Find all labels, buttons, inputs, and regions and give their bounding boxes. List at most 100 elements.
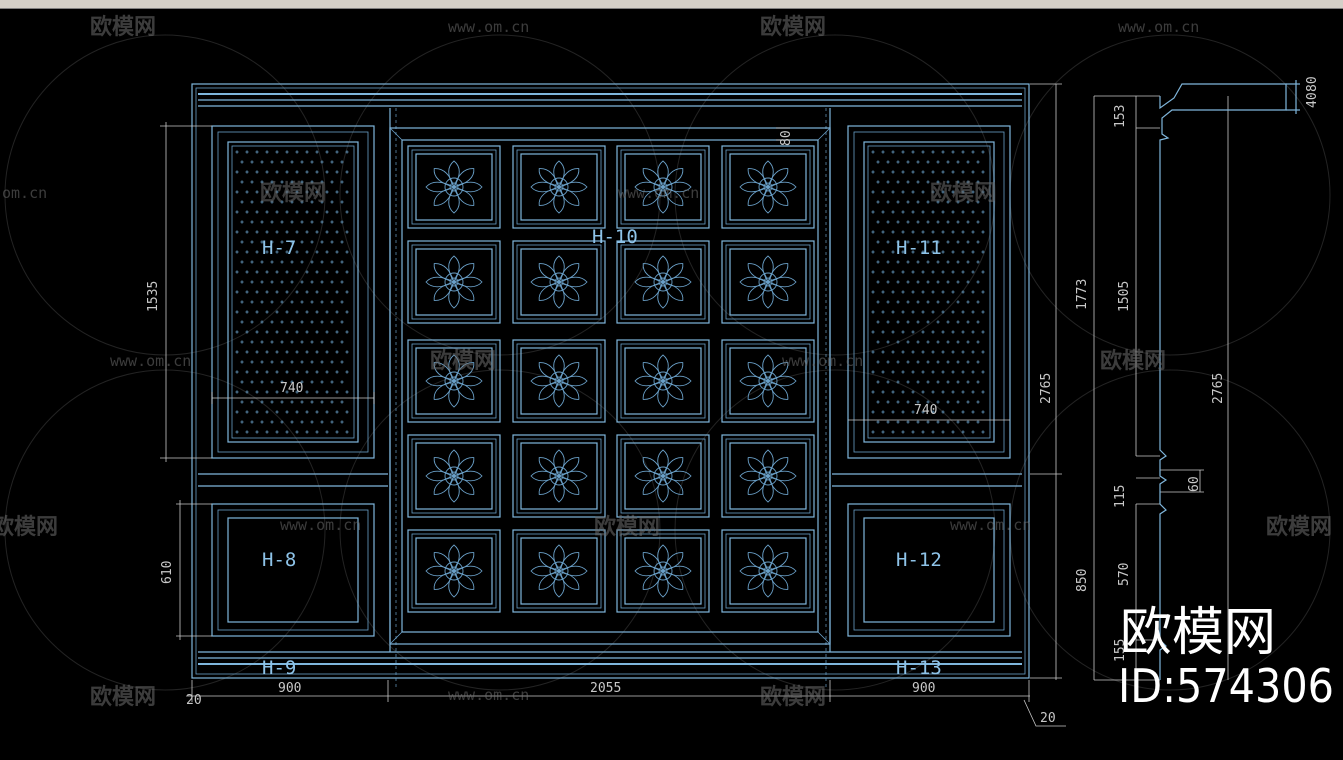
rosette-ornament: [739, 544, 797, 598]
label-h7: H-7: [262, 237, 296, 259]
brand-stamp: 欧模网 ID:574306: [1118, 603, 1334, 713]
watermark-url: www.om.cn: [950, 516, 1031, 534]
label-h13: H-13: [896, 657, 942, 679]
watermark-url: www.om.cn: [618, 184, 699, 202]
rosette-ornament: [634, 160, 692, 214]
dim-20-bottom: 20: [186, 693, 202, 708]
dim-610: 610: [160, 561, 175, 584]
dim-850: 850: [1075, 569, 1090, 592]
dim-900-right: 900: [912, 681, 935, 696]
rosette-ornament: [425, 544, 483, 598]
rosette-ornament: [634, 449, 692, 503]
coffer-tile: [616, 240, 710, 324]
label-h10: H-10: [592, 226, 638, 248]
rosette-ornament: [425, 354, 483, 408]
rosette-ornament: [530, 255, 588, 309]
brand-name: 欧模网: [1120, 603, 1276, 663]
watermark-url-short: om.cn: [2, 184, 47, 202]
coffer-tile: [512, 434, 606, 518]
dimension-labels: 1535 610 740 740 1773 2765 850 900 2055 …: [146, 76, 1320, 726]
watermark-logo: 欧模网: [90, 684, 156, 710]
dim-80-top: 80: [779, 130, 794, 146]
coffer-tile: [616, 434, 710, 518]
watermark-logo: 欧模网: [90, 14, 156, 40]
watermark-logo: 欧模网: [930, 180, 996, 206]
dim-40: 40: [1305, 92, 1320, 108]
watermark-logo: 欧模网: [260, 180, 326, 206]
cad-drawing: H-7 H-8 H-9 H-10 H-11 H-12 H-13 1535 610…: [0, 14, 1334, 727]
watermark-logo: 欧模网: [1266, 514, 1332, 540]
coffer-tile: [512, 339, 606, 423]
watermark-url: www.om.cn: [782, 352, 863, 370]
rosette-ornament: [739, 160, 797, 214]
coffer-tile: [512, 529, 606, 613]
rosette-ornament: [530, 354, 588, 408]
section-profile: [1093, 80, 1300, 681]
watermark-logo: 欧模网: [1100, 348, 1166, 374]
window-top-bar: [0, 0, 1343, 9]
coffer-tile: [407, 145, 501, 229]
wall-elevation: [191, 83, 1030, 690]
dim-2765: 2765: [1039, 373, 1054, 404]
watermark-url: www.om.cn: [448, 18, 529, 36]
label-h11: H-11: [896, 237, 942, 259]
watermark-url: www.om.cn: [110, 352, 191, 370]
brand-id: ID:574306: [1118, 659, 1334, 713]
rosette-ornament: [530, 160, 588, 214]
dim-60: 60: [1187, 476, 1202, 492]
coffer-tile: [721, 240, 815, 324]
dim-1773: 1773: [1075, 279, 1090, 310]
dim-155: 155: [1113, 639, 1128, 662]
watermark-url: www.om.cn: [448, 686, 529, 704]
coffer-tile: [721, 529, 815, 613]
rosette-ornament: [530, 544, 588, 598]
rosette-ornament: [530, 449, 588, 503]
rosette-ornament: [425, 255, 483, 309]
dim-2055: 2055: [590, 681, 621, 696]
label-h9: H-9: [262, 657, 296, 679]
watermark-url: www.om.cn: [280, 516, 361, 534]
rosette-ornament: [634, 354, 692, 408]
dimension-lines: [160, 83, 1066, 727]
dot-pattern-right: [871, 150, 985, 434]
rosette-ornament: [739, 449, 797, 503]
rosette-ornament: [634, 544, 692, 598]
rosette-ornament: [425, 160, 483, 214]
watermarks: 欧模网 www.om.cn 欧模网 www.om.cn om.cn 欧模网 ww…: [0, 14, 1332, 710]
dim-1505: 1505: [1117, 281, 1132, 312]
coffer-tile: [721, 339, 815, 423]
dim-900-left: 900: [278, 681, 301, 696]
label-h12: H-12: [896, 549, 942, 571]
coffer-tile: [407, 339, 501, 423]
rosette-ornament: [739, 354, 797, 408]
dim-20-corner: 20: [1040, 711, 1056, 726]
dim-115: 115: [1113, 485, 1128, 508]
watermark-logo: 欧模网: [760, 684, 826, 710]
watermark-logo: 欧模网: [760, 14, 826, 40]
coffer-tile: [616, 339, 710, 423]
watermark-logo-partial: 欧模网: [0, 514, 58, 540]
label-h8: H-8: [262, 549, 296, 571]
watermark-url: www.om.cn: [1118, 18, 1199, 36]
coffer-tiles: [407, 145, 815, 613]
rosette-ornament: [739, 255, 797, 309]
dim-740-right: 740: [914, 403, 937, 418]
watermark-logo: 欧模网: [430, 348, 496, 374]
coffer-tile: [512, 145, 606, 229]
dot-motif: [871, 150, 985, 434]
rosette-ornament: [634, 255, 692, 309]
coffer-tile: [616, 145, 710, 229]
dot-pattern-left: [235, 150, 349, 434]
dim-80-section: 80: [1305, 76, 1320, 92]
coffer-tile: [721, 145, 815, 229]
dot-motif: [235, 150, 349, 434]
coffer-tile: [616, 529, 710, 613]
coffer-tile: [407, 434, 501, 518]
coffer-tile: [721, 434, 815, 518]
rosette-ornament: [425, 449, 483, 503]
dim-2765-section: 2765: [1211, 373, 1226, 404]
dim-740-left: 740: [280, 381, 303, 396]
dim-153: 153: [1113, 105, 1128, 128]
panel-labels: H-7 H-8 H-9 H-10 H-11 H-12 H-13: [262, 226, 942, 679]
coffer-tile: [407, 240, 501, 324]
